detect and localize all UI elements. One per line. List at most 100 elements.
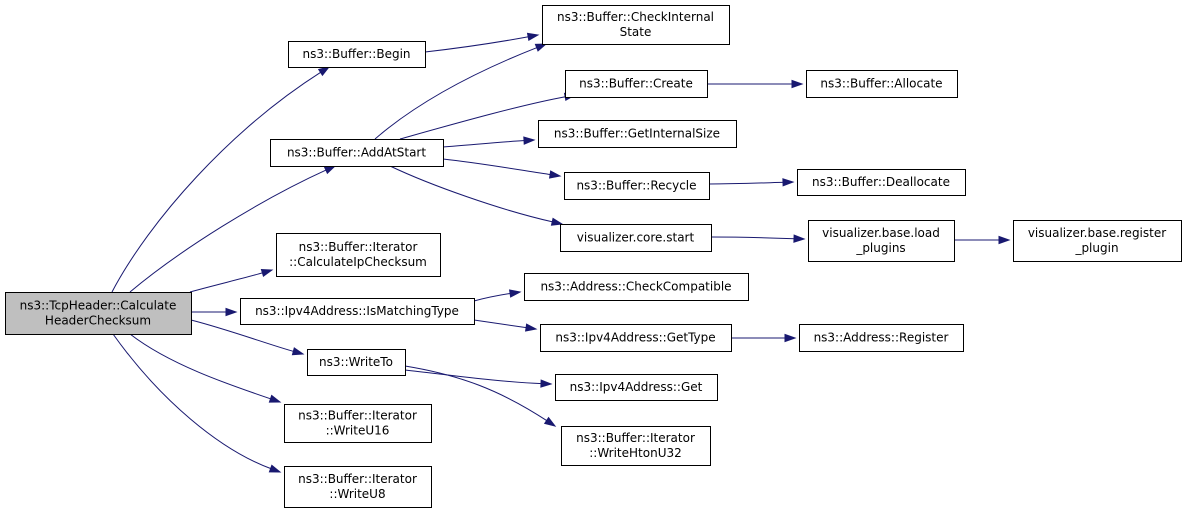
- node-getinternalsize[interactable]: ns3::Buffer::GetInternalSize: [538, 120, 737, 148]
- edge-line: [189, 272, 264, 293]
- node-deallocate[interactable]: ns3::Buffer::Deallocate: [797, 169, 966, 196]
- node-corestart[interactable]: visualizer.core.start: [560, 224, 712, 252]
- node-checkcompat[interactable]: ns3::Address::CheckCompatible: [524, 273, 749, 301]
- node-label: ns3::Buffer::Begin: [302, 47, 410, 61]
- edge-line: [473, 319, 528, 329]
- arrowhead: [225, 307, 238, 317]
- edge-line: [473, 292, 512, 302]
- arrowhead: [323, 165, 337, 175]
- edges-layer: [111, 32, 1011, 473]
- node-recycle[interactable]: ns3::Buffer::Recycle: [564, 172, 710, 200]
- edge-root-to-writeu8: [112, 333, 282, 473]
- node-label: ns3::Address::CheckCompatible: [540, 280, 731, 294]
- node-label: ns3::WriteTo: [319, 355, 393, 369]
- arrowhead: [523, 136, 536, 145]
- node-label: ::WriteU16: [326, 424, 390, 438]
- node-label: ns3::Buffer::Iterator: [576, 431, 695, 445]
- edge-line: [404, 369, 543, 385]
- edge-root-to-begin: [111, 66, 331, 293]
- edge-recycle-to-deallocate: [708, 178, 795, 187]
- edge-addatstart-to-checkinternal: [374, 43, 548, 140]
- node-label: ::WriteHtonU32: [589, 446, 682, 460]
- edge-ismatching-to-gettype: [473, 319, 538, 332]
- edge-create-to-allocate: [707, 79, 804, 89]
- arrowhead: [508, 289, 522, 298]
- edge-line: [404, 365, 548, 422]
- node-allocate[interactable]: ns3::Buffer::Allocate: [806, 70, 958, 98]
- node-writeu16[interactable]: ns3::Buffer::Iterator::WriteU16: [284, 404, 432, 443]
- node-box: [555, 374, 718, 401]
- edge-line: [442, 158, 552, 176]
- node-box: [240, 298, 475, 325]
- edge-writeto-to-ipv4get: [404, 369, 553, 388]
- edge-line: [112, 333, 272, 470]
- node-label: ::CalculateIpChecksum: [289, 255, 427, 269]
- node-label: HeaderChecksum: [45, 314, 151, 328]
- node-label: ns3::Buffer::Recycle: [576, 179, 696, 193]
- node-box: [270, 139, 444, 167]
- arrowhead: [260, 268, 274, 278]
- edge-gettype-to-register: [730, 333, 797, 343]
- node-begin[interactable]: ns3::Buffer::Begin: [288, 41, 426, 68]
- edge-line: [129, 333, 272, 400]
- node-box: [276, 233, 441, 277]
- node-box: [284, 466, 432, 508]
- node-box: [560, 224, 712, 252]
- node-label: ns3::Buffer::Deallocate: [812, 175, 950, 189]
- node-registerplugin[interactable]: visualizer.base.register_plugin: [1013, 220, 1182, 262]
- edge-addatstart-to-corestart: [389, 165, 564, 226]
- arrowhead: [534, 43, 548, 52]
- node-label: visualizer.base.register: [1028, 226, 1166, 240]
- edge-addatstart-to-getinternalsize: [442, 136, 536, 148]
- node-writeto[interactable]: ns3::WriteTo: [307, 349, 406, 376]
- edge-line: [442, 140, 526, 148]
- arrowhead: [526, 32, 540, 42]
- edge-line: [389, 165, 554, 223]
- node-box: [799, 324, 964, 352]
- node-label: ns3::Buffer::Create: [579, 77, 693, 91]
- node-label: ns3::Buffer::Allocate: [820, 77, 942, 91]
- edge-writeto-to-writehton: [404, 365, 557, 427]
- node-label: ns3::TcpHeader::Calculate: [20, 299, 177, 313]
- node-box: [524, 273, 749, 301]
- edge-begin-to-checkinternal: [424, 32, 540, 53]
- arrowhead: [784, 333, 797, 343]
- node-addatstart[interactable]: ns3::Buffer::AddAtStart: [270, 139, 444, 167]
- arrowhead: [548, 170, 562, 179]
- node-writehton[interactable]: ns3::Buffer::Iterator::WriteHtonU32: [561, 426, 711, 466]
- node-box: [806, 70, 958, 98]
- node-box: [797, 169, 966, 196]
- node-label: ns3::Buffer::Iterator: [298, 409, 417, 423]
- arrowhead: [525, 323, 538, 332]
- node-writeu8[interactable]: ns3::Buffer::Iterator::WriteU8: [284, 466, 432, 508]
- node-ipv4get[interactable]: ns3::Ipv4Address::Get: [555, 374, 718, 401]
- node-label: ns3::Buffer::CheckInternal: [557, 10, 714, 24]
- node-iter_calcip[interactable]: ns3::Buffer::Iterator::CalculateIpChecks…: [276, 233, 441, 277]
- node-box: [561, 426, 711, 466]
- node-box: [808, 220, 955, 262]
- node-box: [284, 404, 432, 443]
- node-label: ns3::Ipv4Address::Get: [570, 380, 703, 394]
- arrowhead: [998, 235, 1011, 245]
- node-ismatching[interactable]: ns3::Ipv4Address::IsMatchingType: [240, 298, 475, 325]
- node-create[interactable]: ns3::Buffer::Create: [565, 70, 708, 98]
- node-loadplugins[interactable]: visualizer.base.load_plugins: [808, 220, 955, 262]
- node-register[interactable]: ns3::Address::Register: [799, 324, 964, 352]
- nodes-layer: ns3::TcpHeader::CalculateHeaderChecksumn…: [5, 5, 1182, 508]
- edge-line: [710, 236, 796, 240]
- edge-root-to-iter_calcip: [189, 268, 274, 293]
- node-label: _plugin: [1074, 241, 1118, 255]
- edge-line: [399, 96, 567, 140]
- node-box: [1013, 220, 1182, 262]
- arrowhead: [268, 464, 282, 473]
- node-label: State: [620, 25, 652, 39]
- arrowhead: [550, 217, 564, 226]
- edge-line: [424, 36, 530, 53]
- node-box: [565, 70, 708, 98]
- node-box: [307, 349, 406, 376]
- node-gettype[interactable]: ns3::Ipv4Address::GetType: [540, 324, 732, 352]
- node-box: [538, 120, 737, 148]
